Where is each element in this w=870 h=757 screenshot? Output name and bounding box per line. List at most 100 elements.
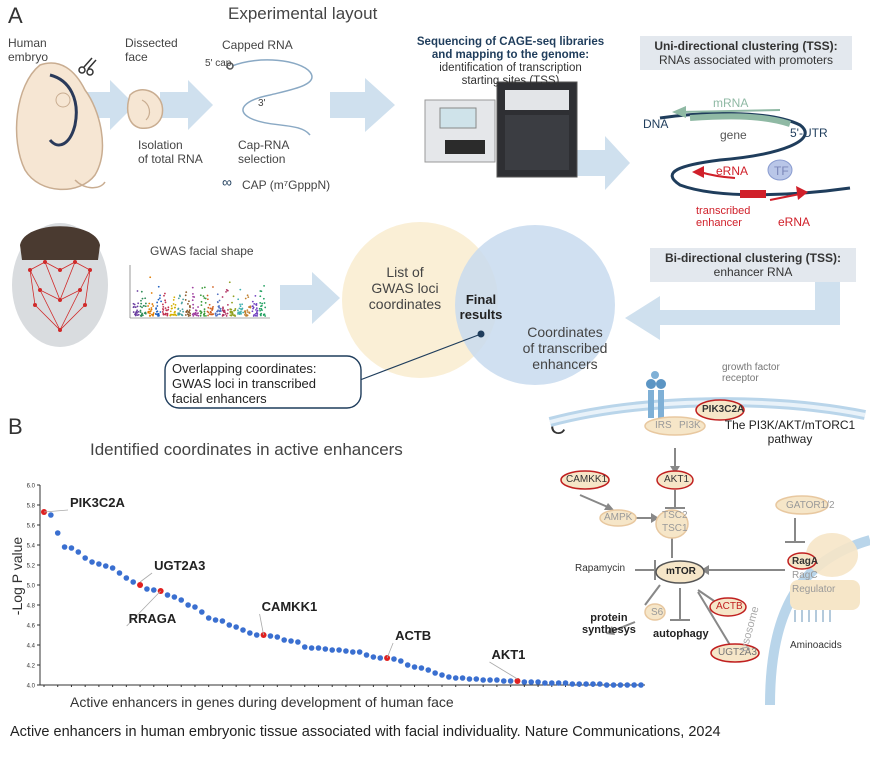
sequencing-subtitle: identification of transcription starting… [439, 62, 582, 87]
gator-node [775, 495, 829, 515]
y-tick-label: 4.2 [27, 664, 36, 670]
tsc1-label: TSC1 [662, 523, 688, 534]
y-tick-label: 5.0 [27, 584, 36, 590]
data-point [466, 676, 473, 682]
mrna-label: mRNA [713, 96, 749, 110]
tsc2-label: TSC2 [662, 510, 688, 521]
s6-to-protein-synthesis [609, 621, 636, 633]
pik3c2a-label: PIK3C2A [702, 404, 745, 415]
flow-arrow-6 [625, 282, 840, 340]
data-point [295, 639, 301, 645]
data-point [363, 652, 370, 658]
utr-label: 5'-UTR [790, 126, 828, 140]
data-point [205, 615, 212, 621]
ragulator-complex [790, 533, 860, 622]
gene-label: gene [720, 128, 747, 142]
aminoacids-label: Aminoacids [790, 640, 842, 651]
overlap-box-text: Overlapping coordinates: GWAS loci in tr… [172, 361, 317, 406]
data-point [432, 670, 438, 676]
scissors-icon [78, 57, 97, 76]
data-point [185, 602, 191, 608]
akt1-label: AKT1 [664, 474, 690, 485]
pi3k-label: PI3K [679, 420, 701, 431]
gator-label: GATOR1/2 [786, 500, 835, 511]
data-point [192, 604, 198, 610]
data-point [301, 644, 308, 650]
data-point [398, 658, 404, 664]
bi-directional-subtitle: enhancer RNA [713, 265, 793, 279]
ampk-label: AMPK [604, 512, 633, 523]
data-point [494, 677, 500, 683]
data-point [144, 586, 150, 592]
data-point [439, 672, 445, 678]
cap5-label: 5' cap [205, 58, 232, 69]
data-point [343, 648, 349, 654]
panel-b-xlabel: Active enhancers in genes during develop… [70, 694, 454, 710]
pathway-diagram [548, 371, 870, 705]
highlight-label: UGT2A3 [154, 558, 205, 573]
cap-icon: ∞ [222, 174, 232, 190]
data-point [164, 592, 171, 598]
data-point [61, 544, 68, 550]
data-point [569, 681, 576, 687]
data-point [336, 647, 342, 653]
gene-transcription-diagram [659, 106, 851, 201]
data-point [102, 563, 109, 569]
data-point [308, 645, 315, 651]
isolation-label: Isolation of total RNA [138, 138, 203, 166]
y-tick-label: 4.4 [27, 644, 36, 650]
data-point [349, 649, 356, 655]
data-point [638, 682, 644, 688]
flow-arrow-5 [280, 272, 340, 324]
bi-directional-box: Bi-directional clustering (TSS): enhance… [650, 248, 856, 282]
uni-directional-box: Uni-directional clustering (TSS): RNAs a… [640, 36, 852, 70]
data-point [48, 512, 54, 518]
y-tick-label: 4.8 [27, 604, 36, 610]
venn-left-label: List of GWAS loci coordinates [368, 264, 442, 312]
venn-center-label: Final results [459, 292, 503, 322]
ugt2a3-node [710, 643, 760, 663]
data-point [528, 679, 535, 685]
data-point [89, 559, 95, 565]
data-point [116, 570, 123, 576]
erna-label-2: eRNA [778, 215, 811, 229]
mtor-label: mTOR [666, 566, 696, 577]
akt1-node [656, 470, 694, 490]
protein-synthesis-label: protein synthesys [582, 612, 636, 636]
capped-rna-label: Capped RNA [222, 38, 293, 52]
regulator-label: Regulator [792, 584, 836, 595]
camkk1-label: CAMKK1 [566, 474, 608, 485]
s6-node [644, 603, 666, 621]
embryo-illustration [15, 62, 106, 191]
data-point [446, 674, 452, 680]
s6-label: S6 [651, 607, 664, 618]
y-tick-label: 5.6 [27, 524, 36, 530]
panel-a-graphics [12, 57, 851, 409]
receptor-icon [646, 371, 666, 418]
raga-node [787, 552, 817, 570]
data-point [219, 618, 226, 624]
raga-label: RagA [792, 556, 819, 567]
highlight-label: AKT1 [491, 647, 525, 662]
data-point [500, 678, 507, 684]
dissected-face-label: Dissected face [125, 36, 178, 64]
panel-a-letter: A [8, 3, 23, 28]
y-tick-label: 4.6 [27, 624, 36, 630]
highlight-label: ACTB [395, 628, 431, 643]
y-tick-label: 5.2 [27, 564, 36, 570]
highlight-label: CAMKK1 [262, 599, 318, 614]
tsc-node [655, 509, 689, 539]
data-point [521, 679, 528, 685]
uni-directional-title: Uni-directional clustering (TSS): [654, 39, 838, 53]
capped-rna-illustration [226, 59, 313, 136]
data-point [329, 647, 336, 653]
venn-circle-gwas [342, 222, 498, 378]
venn-right-label: Coordinates of transcribed enhancers [522, 324, 608, 372]
data-point [624, 682, 631, 688]
three-prime-label: 3' [258, 98, 266, 109]
data-point [68, 545, 75, 551]
data-point [603, 682, 610, 688]
human-embryo-label: Human embryo [8, 36, 49, 64]
autophagy-label: autophagy [653, 628, 709, 640]
data-point [54, 530, 61, 536]
